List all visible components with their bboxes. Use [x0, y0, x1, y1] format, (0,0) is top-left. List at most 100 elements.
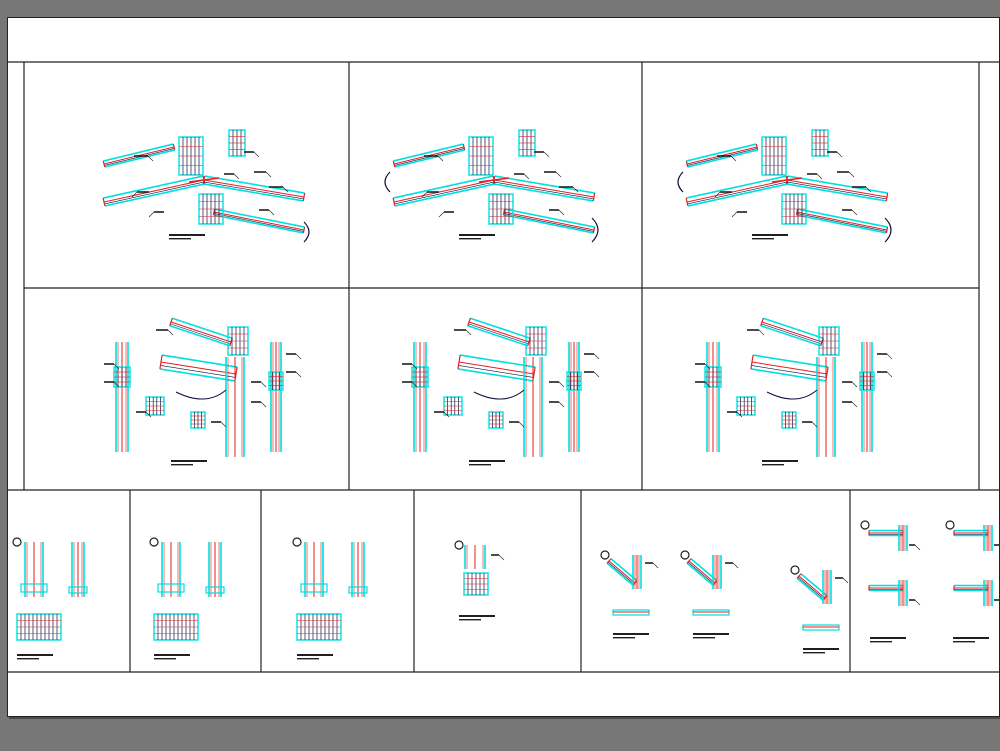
beam-flange: [394, 183, 496, 207]
callout-leader: [714, 191, 721, 198]
caption-bar: [870, 637, 906, 639]
beam-web: [761, 323, 822, 345]
callout-leader: [836, 151, 843, 158]
small-caption-mark: [613, 633, 649, 639]
beam-axis: [103, 179, 205, 203]
beam-end: [795, 208, 799, 216]
beam-flange: [796, 214, 887, 234]
beam-web: [104, 148, 175, 166]
callout: [269, 186, 289, 193]
bottom-gusset-plate: [190, 411, 206, 429]
caption-bar: [870, 641, 892, 643]
brace-node-2: [680, 550, 739, 639]
ridge-left-rafter: [102, 175, 206, 207]
caption-bar: [803, 648, 839, 650]
beam-axis: [796, 211, 888, 231]
column-top-plate: [525, 326, 547, 356]
detail-e: [600, 550, 849, 654]
caption-bar: [693, 637, 715, 639]
beam-web: [786, 181, 887, 200]
corner-node-2: [945, 520, 1000, 551]
beam-axis: [160, 361, 237, 375]
beam-flange: [392, 175, 494, 199]
beam-flange: [750, 368, 827, 382]
column-caption-mark: [469, 460, 505, 466]
callout: [148, 211, 164, 218]
beam-web: [458, 365, 534, 378]
callout-leader: [295, 371, 302, 378]
callout-leader: [652, 562, 659, 569]
brace-post: [632, 555, 642, 589]
callout: [421, 191, 439, 198]
section-base-plate: [300, 583, 328, 593]
callout: [251, 381, 267, 388]
corner-beam: [868, 584, 904, 592]
caption-bar: [613, 637, 635, 639]
side-gusset-plate: [443, 396, 463, 416]
callout: [714, 191, 732, 198]
right-rotation-arrow: [591, 217, 599, 243]
callout: [156, 329, 174, 336]
small-caption-mark: [459, 615, 495, 621]
callout: [104, 363, 120, 370]
ridge-left-rafter: [685, 175, 789, 207]
caption-bar: [762, 464, 784, 466]
callout: [584, 371, 600, 378]
beam-flange: [494, 175, 595, 194]
detail-c: [292, 537, 368, 660]
right-rotation-arrow: [884, 217, 892, 243]
beam-axis: [751, 361, 828, 375]
caption-bar: [459, 615, 495, 617]
caption-bar: [154, 658, 176, 660]
callout-leader: [265, 171, 272, 178]
small-caption-mark: [693, 633, 729, 639]
beam-flange: [467, 325, 528, 347]
main-column: [225, 357, 245, 457]
caption-bar: [171, 464, 193, 466]
beam-web: [160, 365, 236, 378]
right-elevation-column: [861, 342, 873, 452]
callout-leader: [465, 329, 472, 336]
caption-bar: [297, 654, 333, 656]
beam-end: [302, 226, 306, 234]
callout-leader: [842, 577, 849, 584]
beam-axis: [686, 179, 788, 203]
beam-flange: [104, 149, 175, 168]
beam-axis: [688, 560, 716, 584]
column-top-plate: [818, 326, 840, 356]
ridge-bottom-plate: [488, 193, 514, 225]
callout-leader: [147, 155, 154, 162]
callout: [727, 411, 743, 418]
section-base-plate: [157, 583, 185, 593]
callout-leader: [572, 186, 579, 193]
corner-post: [898, 580, 908, 606]
beam-axis: [170, 321, 232, 343]
ridge-right-rafter: [785, 175, 889, 202]
callout-leader: [295, 353, 302, 360]
right-elevation-column: [270, 342, 282, 452]
beam-end: [685, 160, 689, 168]
beam-end: [606, 558, 612, 564]
callout: [131, 191, 149, 198]
upper-purlin: [467, 317, 531, 347]
beam-web: [751, 365, 827, 378]
callout-leader: [865, 186, 872, 193]
callout: [509, 421, 525, 428]
bottom-gusset-plate: [781, 411, 797, 429]
caption-bar: [953, 641, 975, 643]
beam-web: [394, 148, 465, 166]
left-elevation-column: [706, 342, 720, 452]
detail-marker: [680, 550, 690, 560]
beam-web: [503, 213, 594, 232]
callout-leader: [268, 209, 275, 216]
detail-marker: [292, 537, 302, 547]
caption-bar: [613, 633, 649, 635]
beam-end: [462, 143, 466, 151]
ridge-top-plate: [178, 136, 204, 176]
detail-marker: [790, 565, 800, 575]
beam-web: [203, 181, 304, 200]
callout-leader: [914, 599, 921, 606]
beam-web: [687, 561, 715, 585]
beam-flange: [161, 354, 238, 368]
caption-bar: [469, 464, 491, 466]
